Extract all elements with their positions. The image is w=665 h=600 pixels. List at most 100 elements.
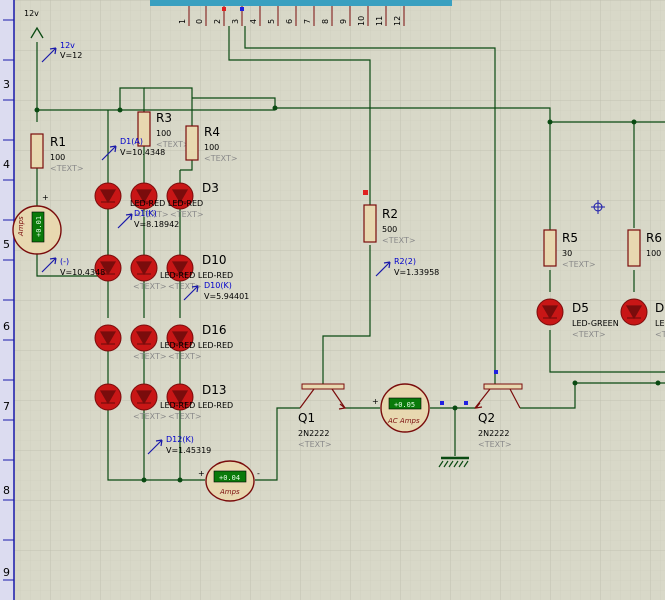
d3-type-labels: LED-RED LED-RED: [130, 199, 203, 208]
r5-text: <TEXT>: [562, 260, 596, 269]
dc2-plus-sign: +: [198, 469, 205, 478]
r6-name: R6: [646, 231, 662, 245]
ammeter-dc2[interactable]: +0.04 Amps + -: [198, 460, 260, 502]
probe-d12k[interactable]: D12(K) V=1.45319: [147, 435, 211, 455]
ammeter-dc1[interactable]: +0.01 Amps +: [12, 193, 62, 255]
led-r4-c2[interactable]: [130, 383, 158, 411]
probe-d10k[interactable]: D10(K) V=5.94401: [183, 281, 249, 301]
wires: [36, 26, 665, 481]
probe-d1a-value: V=10.4348: [120, 148, 165, 157]
d6-type: LE: [655, 319, 665, 328]
pin-label-10: 10: [357, 16, 366, 26]
d5-name: D5: [572, 301, 589, 315]
d5-text: <TEXT>: [572, 330, 606, 339]
led-r4-c1[interactable]: [94, 383, 122, 411]
transistor-q2[interactable]: Q2 2N2222 <TEXT>: [474, 370, 523, 449]
d3-text-a: <TEXT>: [135, 210, 169, 219]
probe-d10k-value: V=5.94401: [204, 292, 249, 301]
r2-text: <TEXT>: [382, 236, 416, 245]
ammeter-ac[interactable]: +0.05 AC Amps +: [372, 383, 468, 433]
led-row-2[interactable]: D10 LED-RED LED-RED <TEXT> <TEXT>: [94, 253, 233, 291]
supply-voltage-probe[interactable]: 12v V=12: [41, 41, 82, 63]
led-r2-c3[interactable]: [166, 254, 194, 282]
resistor-r3[interactable]: R3 100 <TEXT>: [137, 111, 190, 149]
led-row-3[interactable]: D16 LED-RED LED-RED <TEXT> <TEXT>: [94, 323, 233, 361]
supply-probe-value: V=12: [60, 51, 82, 60]
d10-text-b: <TEXT>: [168, 282, 202, 291]
d6-text: <T: [655, 330, 665, 339]
r3-value: 100: [156, 129, 171, 138]
led-row-4[interactable]: D13 LED-RED LED-RED <TEXT> <TEXT>: [94, 383, 233, 421]
dc2-reading: +0.04: [219, 474, 240, 482]
q2-type: 2N2222: [478, 429, 509, 438]
probe-d10k-name: D10(K): [204, 281, 232, 290]
r4-text: <TEXT>: [204, 154, 238, 163]
ruler-mark-3: 3: [3, 78, 10, 91]
probe-d1a[interactable]: D1(A) V=10.4348: [101, 137, 165, 161]
led-d6[interactable]: D LE <T: [620, 298, 665, 339]
resistor-r6[interactable]: R6 100: [627, 229, 662, 267]
transistor-q1[interactable]: Q1 2N2222 <TEXT>: [298, 383, 347, 449]
led-r1-c1[interactable]: [94, 182, 122, 210]
ground-symbol: [438, 456, 469, 468]
ruler-mark-9: 9: [3, 566, 10, 579]
d16-type-labels: LED-RED LED-RED: [160, 341, 233, 350]
probe-d1k[interactable]: D1(K) V=8.18942: [117, 209, 179, 229]
r5-name: R5: [562, 231, 578, 245]
led-r3-c3[interactable]: [166, 324, 194, 352]
ruler-mark-7: 7: [3, 400, 10, 413]
r1-value: 100: [50, 153, 65, 162]
pin-label-12: 12: [393, 16, 402, 26]
d3-name: D3: [202, 181, 219, 195]
resistor-r5[interactable]: R5 30 <TEXT>: [543, 229, 596, 269]
r4-name: R4: [204, 125, 220, 139]
led-r2-c1[interactable]: [94, 254, 122, 282]
supply-label: 12v: [24, 9, 39, 18]
led-r1-c3[interactable]: [166, 182, 194, 210]
probe-d1k-value: V=8.18942: [134, 220, 179, 229]
probe-minus[interactable]: (-) V=10.4348: [41, 257, 105, 277]
r1-text: <TEXT>: [50, 164, 84, 173]
q1-name: Q1: [298, 411, 315, 425]
pin-label-11: 11: [375, 16, 384, 26]
led-r2-c2[interactable]: [130, 254, 158, 282]
probe-r2[interactable]: R2(2) V=1.33958: [375, 257, 439, 277]
crosshair-marker: [591, 200, 605, 214]
header-connector[interactable]: 1 0 2 3 4 5 6 7 8 9 10 11 12: [150, 0, 452, 26]
led-r4-c3[interactable]: [166, 383, 194, 411]
d10-name: D10: [202, 253, 227, 267]
d13-text-b: <TEXT>: [168, 412, 202, 421]
d13-text-a: <TEXT>: [133, 412, 167, 421]
resistor-r1[interactable]: R1 100 <TEXT>: [30, 133, 84, 173]
d10-text-a: <TEXT>: [133, 282, 167, 291]
resistor-r4[interactable]: R4 100 <TEXT>: [185, 125, 238, 163]
d16-text-a: <TEXT>: [133, 352, 167, 361]
led-r3-c2[interactable]: [130, 324, 158, 352]
ruler-mark-5: 5: [3, 238, 10, 251]
pin-label-5: 5: [267, 19, 276, 24]
led-r1-c2[interactable]: [130, 182, 158, 210]
resistor-r2[interactable]: R2 500 <TEXT>: [363, 190, 416, 245]
dc1-label: Amps: [17, 216, 25, 237]
probe-minus-value: V=10.4348: [60, 268, 105, 277]
dc1-plus-sign: +: [42, 193, 49, 202]
led-d5[interactable]: D5 LED-GREEN <TEXT>: [536, 298, 619, 339]
dc2-label: Amps: [219, 488, 240, 496]
d3-text-b: <TEXT>: [170, 210, 204, 219]
led-row-1[interactable]: D3 LED-RED LED-RED <TEXT> <TEXT>: [94, 181, 219, 219]
d10-type-labels: LED-RED LED-RED: [160, 271, 233, 280]
supply-terminal[interactable]: 12v: [24, 9, 44, 39]
pin-label-4: 4: [249, 19, 258, 24]
r5-value: 30: [562, 249, 572, 258]
probe-d1k-name: D1(K): [134, 209, 157, 218]
supply-probe-name: 12v: [60, 41, 75, 50]
pin-label-1: 1: [178, 19, 187, 24]
led-r3-c1[interactable]: [94, 324, 122, 352]
ac-plus-sign: +: [372, 397, 379, 406]
probe-d12k-name: D12(K): [166, 435, 194, 444]
pin-label-7: 7: [303, 19, 312, 24]
probe-minus-name: (-): [60, 257, 69, 266]
d13-type-labels: LED-RED LED-RED: [160, 401, 233, 410]
